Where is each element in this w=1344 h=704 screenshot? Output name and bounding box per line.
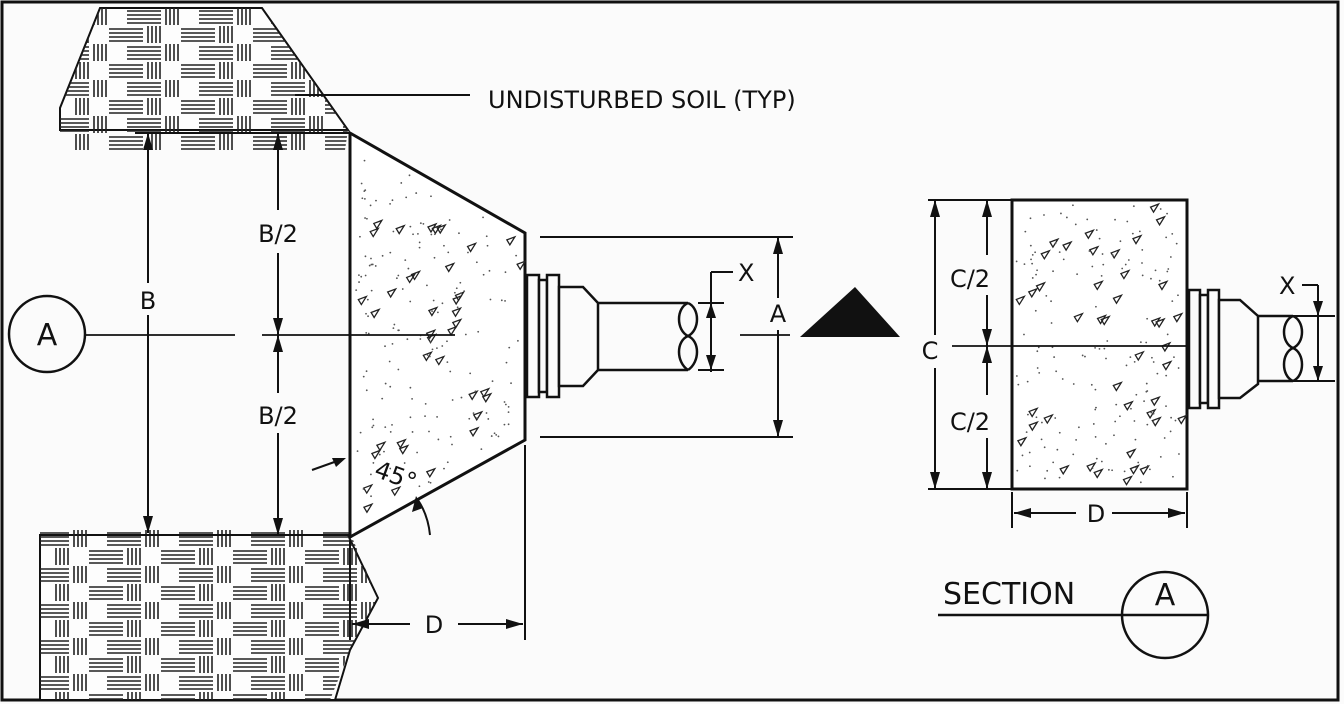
section-marker-label: A — [37, 318, 58, 353]
section-marker-circle — [7, 294, 87, 374]
section-title-marker-circle — [1120, 570, 1210, 660]
soil-hatch-bottom — [40, 530, 378, 700]
dimension-a: A — [540, 236, 793, 438]
view-direction-triangle — [800, 287, 900, 337]
dimension-c-half-top-label: C/2 — [950, 265, 990, 293]
dimension-c-label: C — [922, 337, 939, 365]
undisturbed-soil-bottom — [39, 530, 380, 701]
dimension-d-section: D — [1011, 492, 1188, 528]
soil-hatch-top — [60, 8, 348, 150]
undisturbed-soil-top — [59, 7, 350, 150]
section-title-marker-label: A — [1155, 578, 1176, 613]
section-title-label: SECTION — [943, 577, 1075, 612]
pipe-fitting-section — [1187, 288, 1304, 410]
dimension-b-half-bottom-label: B/2 — [258, 402, 298, 430]
dimension-c-half: C/2 C/2 — [950, 200, 992, 489]
dimension-x-section: X — [1279, 272, 1335, 382]
dimension-d-section-label: D — [1087, 500, 1105, 528]
dimension-c: C — [918, 199, 1012, 490]
soil-callout-label: UNDISTURBED SOIL (TYP) — [488, 86, 796, 114]
dimension-x-plan: X — [698, 259, 754, 372]
section-title: SECTION A — [938, 570, 1210, 660]
dimension-b: B — [135, 132, 350, 536]
concrete-aggregate-plan — [355, 159, 527, 514]
pipe-fitting-plan — [525, 273, 699, 399]
dimension-a-label: A — [770, 300, 787, 328]
thrust-block-section — [1010, 198, 1189, 491]
dimension-d-plan: D — [349, 445, 526, 640]
dimension-x-plan-label: X — [738, 259, 754, 287]
concrete-aggregate-section — [1015, 202, 1188, 486]
dimension-x-section-label: X — [1279, 272, 1295, 300]
dimension-b-label: B — [140, 287, 156, 315]
dimension-c-half-bottom-label: C/2 — [950, 408, 990, 436]
dimension-d-plan-label: D — [425, 611, 443, 639]
dimension-b-half-top-label: B/2 — [258, 220, 298, 248]
dimension-b-half: B/2 B/2 — [245, 133, 311, 535]
